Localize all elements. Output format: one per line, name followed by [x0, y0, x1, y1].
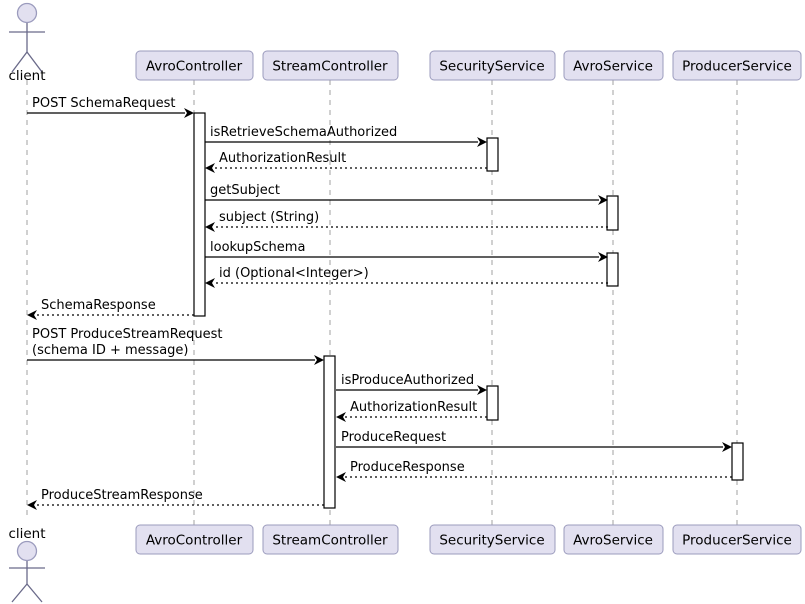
activation-bar-securityservice-5 [486, 385, 499, 421]
message-label-m5: subject (String) [219, 210, 319, 225]
message-label-m3: AuthorizationResult [219, 151, 346, 166]
actor-head-top [16, 2, 38, 24]
participant-box-top-avroservice[interactable] [563, 50, 664, 81]
message-arrowhead-m12 [722, 442, 732, 452]
message-label-m4: getSubject [210, 183, 280, 198]
activation-bar-avroservice-3 [606, 252, 619, 287]
participant-box-top-producerservice[interactable] [672, 50, 802, 81]
message-arrowhead-m10 [477, 385, 487, 395]
actor-head-bottom [16, 540, 38, 562]
message-arrowhead-m6 [598, 252, 608, 262]
activation-bar-producerservice-6 [731, 442, 744, 481]
message-label-m10: isProduceAuthorized [341, 373, 474, 388]
message-arrowhead-m13 [336, 472, 346, 482]
participant-label-bottom-streamcontroller: StreamController [272, 533, 388, 549]
message-label-m9-line2: (schema ID + message) [32, 343, 189, 358]
actor-leg-left-top [11, 51, 28, 73]
actor-leg-right-top [26, 51, 43, 73]
participant-label-bottom-producerservice: ProducerService [682, 533, 792, 549]
actor-leg-right-bottom [26, 583, 43, 603]
message-label-m14: ProduceStreamResponse [41, 488, 203, 503]
message-arrowhead-m11 [336, 412, 346, 422]
participant-box-top-securityservice[interactable] [429, 50, 556, 81]
message-label-m6: lookupSchema [210, 240, 305, 255]
participant-label-bottom-securityservice: SecurityService [439, 533, 544, 549]
participant-label-bottom-avrocontroller: AvroController [146, 533, 243, 549]
actor-label-bottom: client [8, 526, 45, 542]
participant-label-top-avrocontroller: AvroController [146, 59, 243, 75]
participant-box-bottom-securityservice[interactable] [429, 524, 556, 555]
participant-box-bottom-streamcontroller[interactable] [262, 524, 399, 555]
message-label-m9: POST ProduceStreamRequest [32, 327, 223, 342]
message-label-m12: ProduceRequest [341, 430, 446, 445]
message-arrowhead-m3 [205, 163, 215, 173]
participant-box-bottom-avrocontroller[interactable] [135, 524, 254, 555]
message-arrowhead-m1 [184, 108, 194, 118]
participant-label-top-securityservice: SecurityService [439, 59, 544, 75]
participant-box-bottom-producerservice[interactable] [672, 524, 802, 555]
message-label-m7: id (Optional<Integer>) [219, 266, 369, 281]
message-label-m13: ProduceResponse [350, 460, 465, 475]
message-arrowhead-m14 [27, 500, 37, 510]
message-arrowhead-m5 [205, 222, 215, 232]
message-label-m8: SchemaResponse [41, 298, 156, 313]
message-arrowhead-m7 [205, 278, 215, 288]
participant-box-top-streamcontroller[interactable] [262, 50, 399, 81]
message-arrowhead-m9 [314, 355, 324, 365]
activation-bar-streamcontroller-4 [323, 355, 336, 509]
activation-bar-avroservice-2 [606, 195, 619, 231]
message-arrowhead-m4 [598, 195, 608, 205]
participant-label-top-streamcontroller: StreamController [272, 59, 388, 75]
message-label-m1: POST SchemaRequest [32, 96, 175, 111]
participant-label-top-producerservice: ProducerService [682, 59, 792, 75]
message-label-m11: AuthorizationResult [350, 400, 477, 415]
actor-label-top: client [8, 68, 45, 84]
participant-box-bottom-avroservice[interactable] [563, 524, 664, 555]
message-arrowhead-m8 [27, 310, 37, 320]
activation-bar-avrocontroller-0 [193, 112, 206, 317]
message-arrowhead-m2 [477, 137, 487, 147]
participant-label-bottom-avroservice: AvroService [573, 533, 653, 549]
actor-leg-left-bottom [11, 583, 28, 603]
participant-box-top-avrocontroller[interactable] [135, 50, 254, 81]
message-label-m2: isRetrieveSchemaAuthorized [210, 125, 397, 140]
participant-label-top-avroservice: AvroService [573, 59, 653, 75]
activation-bar-securityservice-1 [486, 137, 499, 172]
